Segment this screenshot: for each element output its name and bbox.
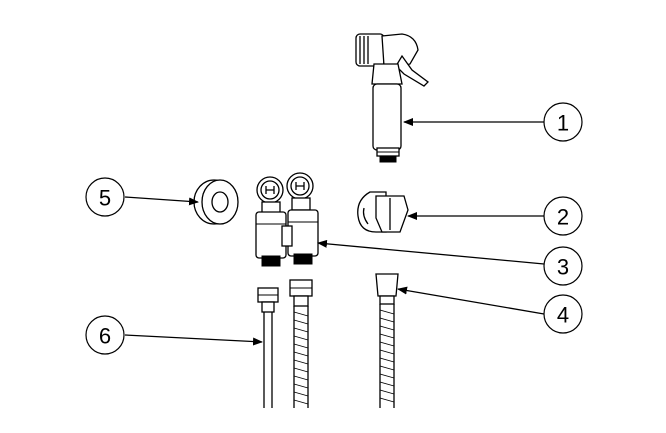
callout-6-label: 6 [99,324,111,349]
callout-2: 2 [543,196,583,236]
leader-line-6 [124,334,263,346]
leader-line-4 [397,286,545,315]
callout-3: 3 [543,246,583,286]
part-rosette [193,179,239,225]
part-connection-hose [257,279,313,408]
part-angle-valve [255,172,319,267]
callout-2-label: 2 [557,205,569,230]
callout-1: 1 [543,102,583,142]
part-wall-holder [357,191,409,233]
callout-5: 5 [85,177,125,217]
callout-3-label: 3 [557,255,569,280]
callout-5-label: 5 [99,186,111,211]
leader-line-3 [317,239,545,265]
callout-4: 4 [543,294,583,334]
callout-6: 6 [85,315,125,355]
leader-lines [124,118,545,346]
callout-1-label: 1 [557,111,569,136]
leader-line-5 [124,196,199,206]
part-hand-spray [355,33,429,163]
part-shower-hose [375,273,399,408]
callout-4-label: 4 [557,303,569,328]
